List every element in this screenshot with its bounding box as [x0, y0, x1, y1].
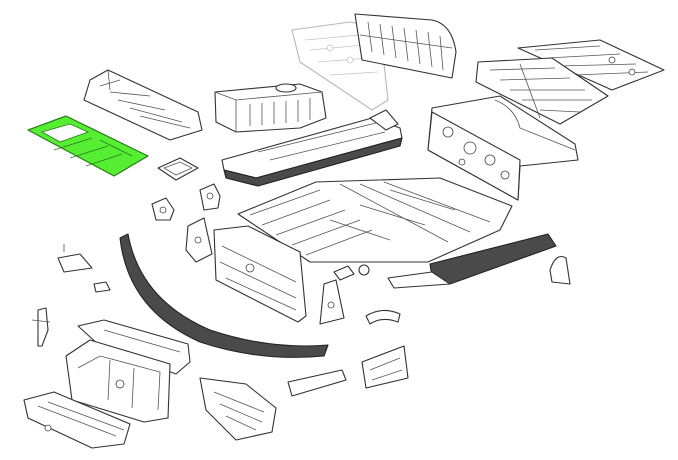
firewall-panel[interactable]: [427, 95, 579, 201]
mount-bracket-left[interactable]: [151, 197, 175, 221]
rear-floor-pan[interactable]: [475, 57, 609, 125]
rocker-panel-right[interactable]: [387, 233, 557, 289]
rubber-pad-small[interactable]: [157, 157, 199, 181]
clip-small[interactable]: [93, 281, 111, 293]
rear-seat-back-panel[interactable]: [354, 13, 457, 79]
rubber-seal-long[interactable]: [119, 233, 329, 358]
reinforcement-bar[interactable]: [287, 369, 347, 397]
floor-pan-left-front[interactable]: [83, 69, 203, 141]
side-bracket[interactable]: [185, 217, 213, 263]
mount-bracket-right[interactable]: [199, 183, 221, 211]
main-floor-pan[interactable]: [237, 177, 513, 263]
wheel-well-front[interactable]: [549, 255, 571, 285]
floor-pan-left-rear[interactable]: [27, 115, 149, 177]
curved-bracket[interactable]: [365, 309, 401, 325]
gusset-right[interactable]: [319, 279, 345, 325]
rear-shelf-panel[interactable]: [517, 39, 665, 91]
nut-washers[interactable]: [333, 264, 370, 281]
center-tunnel[interactable]: [221, 109, 403, 187]
bracket-lower-right[interactable]: [361, 345, 409, 389]
fuel-tank[interactable]: [214, 83, 327, 133]
front-apron-panel[interactable]: [213, 225, 307, 323]
tunnel-heat-shield[interactable]: [199, 377, 277, 441]
floor-plate-lower-left[interactable]: [23, 391, 131, 449]
bracket-hook[interactable]: [57, 244, 93, 273]
jack-stand[interactable]: [31, 307, 51, 347]
